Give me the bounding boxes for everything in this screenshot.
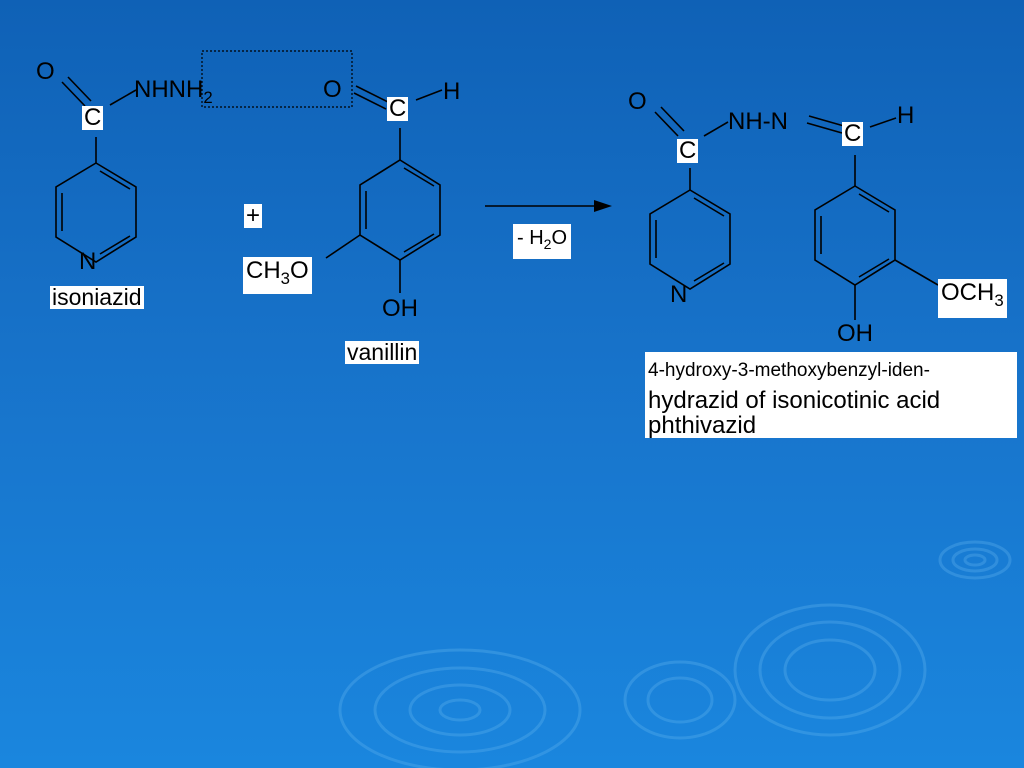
product-name-line-2: hydrazid of isonicotinic acid — [648, 387, 941, 414]
product-methine-hydrogen: H — [897, 102, 915, 129]
isoniazid-name-label: isoniazid — [50, 284, 144, 310]
plus-sign: + — [244, 202, 263, 229]
product-hydrazone-linker: NH-N — [728, 108, 788, 135]
product-name-box: 4-hydroxy-3-methoxybenzyl-iden- hydrazid… — [645, 352, 1017, 438]
product-hydroxyl-group: OH — [837, 320, 873, 347]
isoniazid-hydrazide-group: NHNH2 — [134, 76, 213, 107]
vanillin-methoxy-group: CH3O — [243, 257, 312, 294]
isoniazid-ring-nitrogen: N — [79, 248, 97, 275]
water-byproduct-label: - H2O — [513, 224, 572, 259]
product-name-line-3: phthivazid — [648, 412, 757, 438]
vanillin-hydroxyl-group: OH — [382, 295, 418, 322]
isoniazid-carbonyl-oxygen: O — [36, 58, 55, 85]
product-methoxy-group: OCH3 — [938, 279, 1007, 318]
vanillin-aldehyde-oxygen: O — [323, 76, 342, 103]
product-methine-carbon: C — [842, 120, 864, 147]
product-name-line-1: 4-hydroxy-3-methoxybenzyl-iden- — [648, 360, 930, 381]
product-ring-nitrogen: N — [670, 281, 688, 308]
arrow-head — [594, 200, 612, 212]
reacting-group-highlight — [201, 50, 353, 108]
product-carbonyl-oxygen: O — [628, 88, 647, 115]
vanillin-aldehyde-hydrogen: H — [443, 78, 461, 105]
product-carbonyl-carbon: C — [677, 137, 699, 164]
isoniazid-carbonyl-carbon: C — [82, 104, 104, 131]
vanillin-aldehyde-carbon: C — [387, 95, 409, 122]
vanillin-name-label: vanillin — [345, 339, 420, 365]
